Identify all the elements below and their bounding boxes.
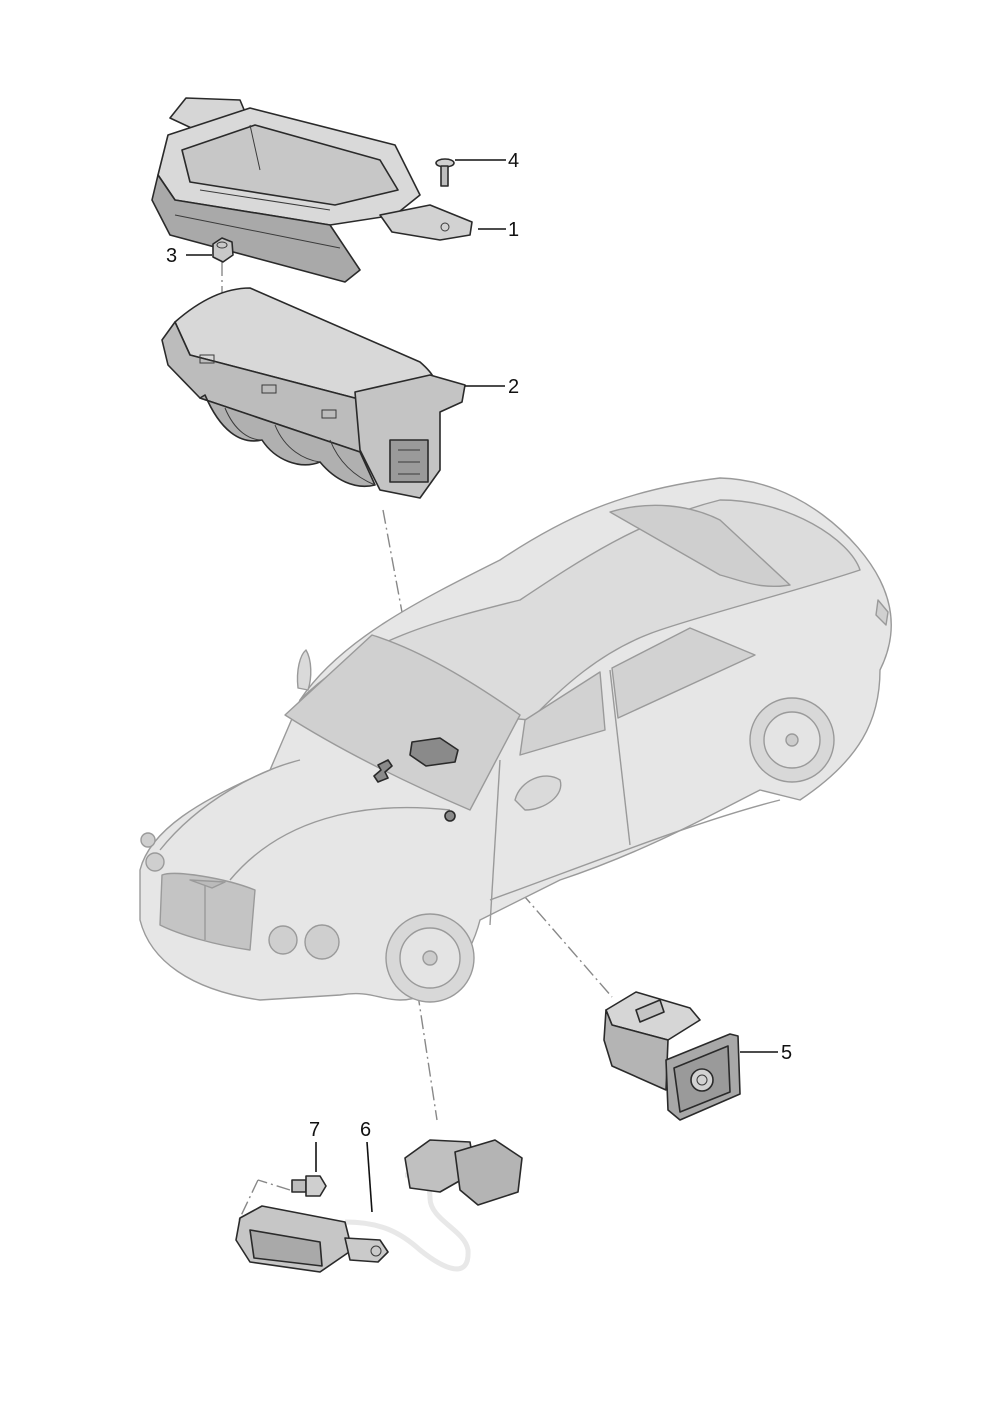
car-mirror <box>514 775 562 811</box>
airbag-connector-detail <box>398 449 420 475</box>
airbag-fold-line-1 <box>224 407 263 441</box>
callout-6: 6 <box>360 1119 371 1141</box>
car-antenna <box>296 649 312 691</box>
location-marker-switch <box>444 810 456 822</box>
dash-line-7a <box>257 1179 291 1191</box>
car-hood-line <box>159 759 451 881</box>
bracket-rib-3 <box>249 124 261 171</box>
bracket-right-tab <box>379 204 473 241</box>
callout-1: 1 <box>508 219 519 241</box>
airbag-cover-bracket-icon <box>151 97 473 283</box>
bracket-inner <box>181 124 399 206</box>
car-headlight-2 <box>145 852 165 872</box>
sedan-car-icon <box>139 477 892 1003</box>
callout-leaders <box>186 159 778 1213</box>
callout-3: 3 <box>166 245 177 267</box>
callout-4: 4 <box>508 150 519 172</box>
car-rear-window <box>609 504 791 588</box>
callout-2: 2 <box>508 376 519 398</box>
switch-clip <box>635 999 665 1023</box>
harness-connector-2 <box>454 1139 523 1206</box>
location-marker-airbag <box>409 737 459 767</box>
car-door-line-1 <box>609 669 631 846</box>
bracket-hole <box>440 222 450 232</box>
airbag-fold-line-3 <box>329 439 376 486</box>
airbag-end-cap <box>354 374 466 499</box>
screw-shank <box>440 165 449 187</box>
car-headlight-3 <box>268 925 298 955</box>
bolt-head <box>305 1175 327 1197</box>
sensor-tab-hole <box>370 1245 382 1257</box>
switch-keyhole-inner <box>696 1074 708 1086</box>
car-side-window-rear <box>611 627 756 719</box>
sensor-tab <box>344 1237 389 1263</box>
location-marker-sensor <box>373 759 393 783</box>
car-taillight <box>875 599 889 626</box>
car-badge <box>189 879 226 889</box>
car-headlight-1 <box>140 832 156 848</box>
airbag-slot-3 <box>321 409 337 419</box>
airbag-folds <box>199 394 376 487</box>
car-headlight-4 <box>304 924 340 960</box>
bracket-rib-1 <box>199 189 331 211</box>
bolt-icon <box>291 1175 327 1197</box>
switch-body-side <box>603 1009 669 1091</box>
nut-hole <box>216 241 228 249</box>
callout-labels: 1 2 3 4 5 6 7 <box>166 150 792 1141</box>
hex-nut-icon <box>212 237 234 263</box>
wiring-harness-sensor-icon <box>235 1139 523 1273</box>
car-sill-line <box>489 799 781 901</box>
callout-5: 5 <box>781 1042 792 1064</box>
bracket-rib-2 <box>174 214 341 249</box>
bracket-front-wall <box>151 174 361 283</box>
airbag-slot-2 <box>261 384 277 394</box>
screw-icon <box>435 158 455 187</box>
airbag-fold-line-2 <box>274 424 321 463</box>
callout-7: 7 <box>309 1119 320 1141</box>
car-rear-hub <box>785 733 799 747</box>
car-side-window-front <box>519 671 606 756</box>
sensor-face <box>249 1229 323 1267</box>
airbag-slot-1 <box>199 354 215 364</box>
car-front-hub <box>422 950 438 966</box>
car-door-line-2 <box>489 759 501 926</box>
bolt-shank <box>291 1179 307 1193</box>
nut-body <box>212 237 234 263</box>
car-grille <box>159 872 256 951</box>
airbag-switch-housing-icon <box>603 991 741 1121</box>
dash-line-5 <box>457 819 613 998</box>
passenger-airbag-module-icon <box>161 287 466 499</box>
switch-keyhole <box>690 1068 714 1092</box>
car-windshield <box>284 634 521 811</box>
airbag-connector <box>389 439 429 483</box>
dash-line-7b <box>237 1179 259 1223</box>
leader-6 <box>366 1141 373 1213</box>
